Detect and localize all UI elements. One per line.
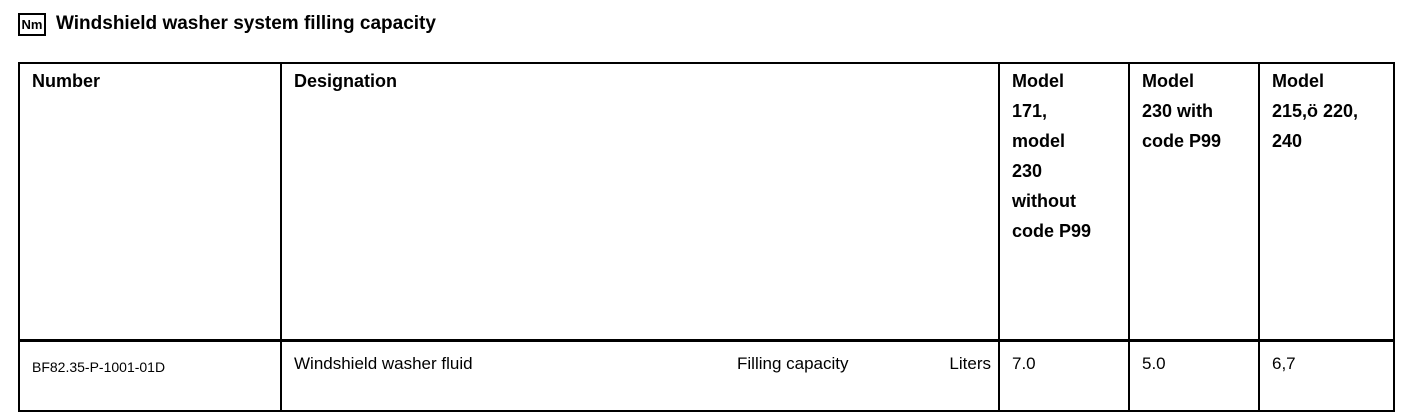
col-header-model-230-with-code-p99: Model 230 with code P99: [1130, 64, 1260, 339]
cell-value-model-171-230-without-code-p99: 7.0: [1000, 339, 1130, 410]
col-header-number: Number: [20, 64, 282, 339]
cell-part-number: BF82.35-P-1001-01D: [20, 339, 282, 410]
property-label: Filling capacity: [737, 354, 849, 373]
page-title: Windshield washer system filling capacit…: [56, 13, 436, 34]
document-header: Nm Windshield washer system filling capa…: [18, 11, 436, 37]
designation-text: Windshield washer fluid: [294, 354, 473, 373]
cell-value-model-215-220-240: 6,7: [1260, 339, 1393, 410]
cell-value-model-230-with-code-p99: 5.0: [1130, 339, 1260, 410]
cell-designation: Windshield washer fluid Filling capacity…: [282, 339, 1000, 410]
col-header-designation: Designation: [282, 64, 1000, 339]
unit-label: Liters: [949, 354, 991, 373]
col-header-model-215-220-240: Model 215,ö 220, 240: [1272, 71, 1359, 151]
col-header-model-171-230-without-code-p99: Model 171, model 230 without code P99: [1000, 64, 1130, 339]
nm-torque-icon: Nm: [18, 12, 46, 36]
filling-capacity-table: Number Designation Model 171, model 230 …: [18, 62, 1395, 412]
